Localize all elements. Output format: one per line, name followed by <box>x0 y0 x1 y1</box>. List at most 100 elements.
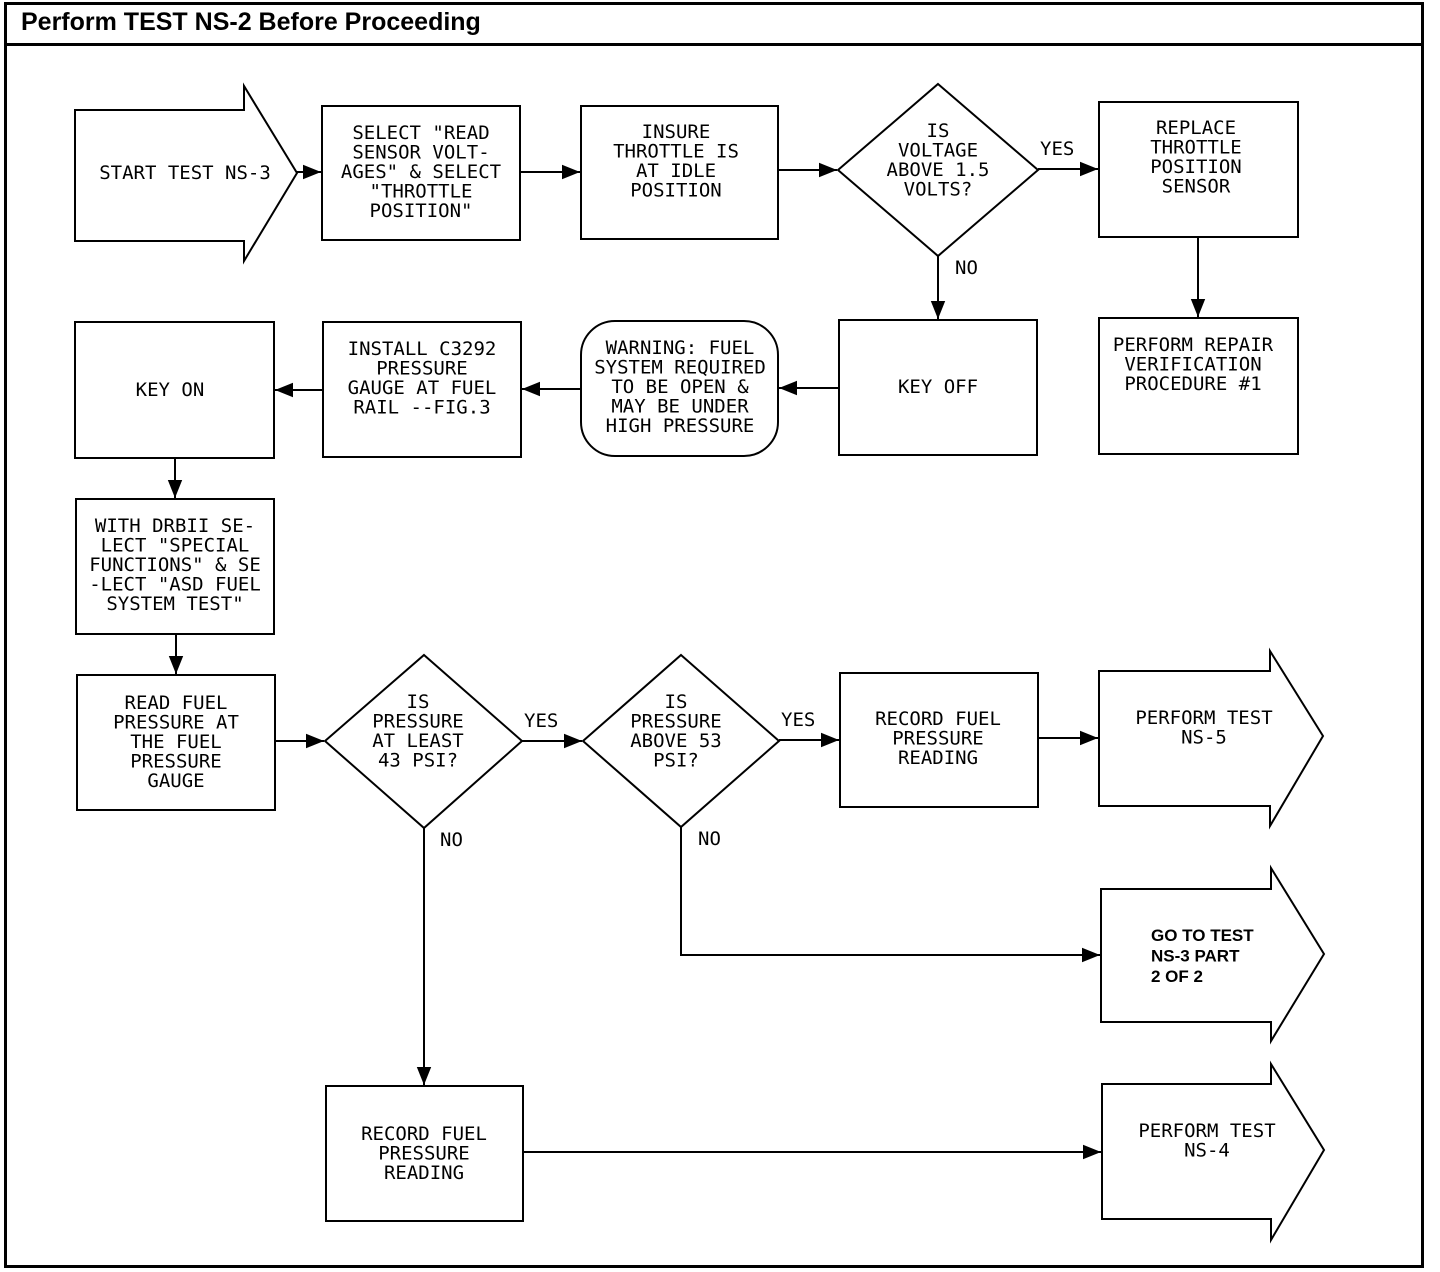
node-label-line: WARNING: FUEL <box>606 337 755 359</box>
node-label-line: RAIL --FIG.3 <box>353 397 490 419</box>
node-label-line: PRESSURE <box>892 728 984 750</box>
node-label-line: GAUGE <box>147 770 204 792</box>
node-label-line: IS <box>927 120 950 142</box>
node-label-line: PRESSURE <box>130 751 222 773</box>
node-label-line: POSITION" <box>370 200 473 222</box>
node-label-line: PRESSURE <box>376 358 468 380</box>
node-label-line: THE FUEL <box>130 731 222 753</box>
node-label-line: 2 OF 2 <box>1151 967 1203 986</box>
insure-throttle-box <box>580 105 779 240</box>
node-label-line: PERFORM TEST <box>1135 707 1272 729</box>
node-label-line: READING <box>898 747 978 769</box>
goto-ns3-shape <box>1100 864 1326 1045</box>
record-upper-box <box>839 672 1039 808</box>
node-label-line: 43 PSI? <box>378 750 458 772</box>
node-label-line: AGES" & SELECT <box>341 161 501 183</box>
read-pressure-box <box>76 674 276 811</box>
node-label-line: ABOVE 53 <box>630 730 722 752</box>
page-title: Perform TEST NS-2 Before Proceeding <box>21 8 481 36</box>
node-label-line: IS <box>407 691 430 713</box>
perform-ns5-shape <box>1098 647 1325 830</box>
node-label-line: MAY BE UNDER <box>611 396 749 418</box>
node-label-line: AT IDLE <box>636 160 716 182</box>
label-key-on: KEY ON <box>136 379 205 401</box>
node-label-line: GO TO TEST <box>1151 926 1254 945</box>
node-label-line: GAUGE AT FUEL <box>348 377 497 399</box>
node-label-line: PRESSURE <box>378 1143 470 1165</box>
node-label-line: PROCEDURE #1 <box>1124 373 1261 395</box>
node-label-line: INSTALL C3292 <box>348 338 497 360</box>
node-label-line: SELECT "READ <box>352 122 489 144</box>
node-label-line: SYSTEM REQUIRED <box>594 357 766 379</box>
node-label-line: PRESSURE <box>372 711 464 733</box>
no-label-voltage: NO <box>955 257 978 279</box>
yes-label-p43: YES <box>524 710 558 732</box>
label-key-off: KEY OFF <box>898 376 978 398</box>
node-label-line: TO BE OPEN & <box>611 376 749 398</box>
node-label-line: HIGH PRESSURE <box>606 415 755 437</box>
node-label-line: START TEST NS-3 <box>99 162 271 184</box>
edge-labels: YES NO YES YES NO NO <box>440 138 1074 851</box>
node-label-line: PERFORM REPAIR <box>1113 334 1274 356</box>
yes-label-voltage: YES <box>1040 138 1074 160</box>
node-label-line: SYSTEM TEST" <box>106 593 243 615</box>
node-label-line: VERIFICATION <box>1124 354 1261 376</box>
node-label-line: READ FUEL <box>125 692 228 714</box>
perform-ns4-shape <box>1101 1060 1326 1244</box>
node-label-line: VOLTAGE <box>898 140 978 162</box>
node-label-line: AT LEAST <box>372 730 464 752</box>
node-label-line: LECT "SPECIAL <box>101 535 250 557</box>
perform-repair-box <box>1098 317 1299 455</box>
node-label-line: -LECT "ASD FUEL <box>89 574 261 596</box>
node-label-line: INSURE <box>642 121 711 143</box>
edge-p53-ns3-no <box>680 827 1100 963</box>
node-label-line: ABOVE 1.5 <box>887 159 990 181</box>
node-label-line: SENSOR <box>1162 176 1231 198</box>
node-label-line: FUNCTIONS" & SE <box>89 554 261 576</box>
node-label-line: THROTTLE <box>1150 137 1242 159</box>
node-label-line: NS-4 <box>1184 1140 1230 1162</box>
start-shape <box>74 82 299 265</box>
yes-label-p53: YES <box>781 709 815 731</box>
node-label-line: THROTTLE IS <box>613 141 739 163</box>
node-label-line: PRESSURE AT <box>113 712 239 734</box>
node-label-line: KEY OFF <box>898 376 978 398</box>
record-lower-box <box>325 1085 524 1222</box>
node-label-line: RECORD FUEL <box>875 708 1001 730</box>
no-label-p43: NO <box>440 829 463 851</box>
node-label-line: POSITION <box>630 180 722 202</box>
node-label-line: NS-5 <box>1181 727 1227 749</box>
node-label-line: POSITION <box>1150 156 1242 178</box>
no-label-p53: NO <box>698 828 721 850</box>
node-label-line: KEY ON <box>136 379 205 401</box>
label-start: START TEST NS-3 <box>99 162 271 184</box>
node-label-line: "THROTTLE <box>370 181 473 203</box>
node-label-line: NS-3 PART <box>1151 947 1240 966</box>
node-label-line: REPLACE <box>1156 117 1236 139</box>
node-label-line: SENSOR VOLT- <box>352 142 489 164</box>
node-label-line: READING <box>384 1162 464 1184</box>
node-label-line: IS <box>665 691 688 713</box>
node-label-line: WITH DRBII SE- <box>95 515 255 537</box>
node-label-line: VOLTS? <box>904 179 973 201</box>
node-label-line: PERFORM TEST <box>1138 1120 1275 1142</box>
node-label-line: PSI? <box>653 750 699 772</box>
header-bar: Perform TEST NS-2 Before Proceeding <box>7 5 1421 46</box>
